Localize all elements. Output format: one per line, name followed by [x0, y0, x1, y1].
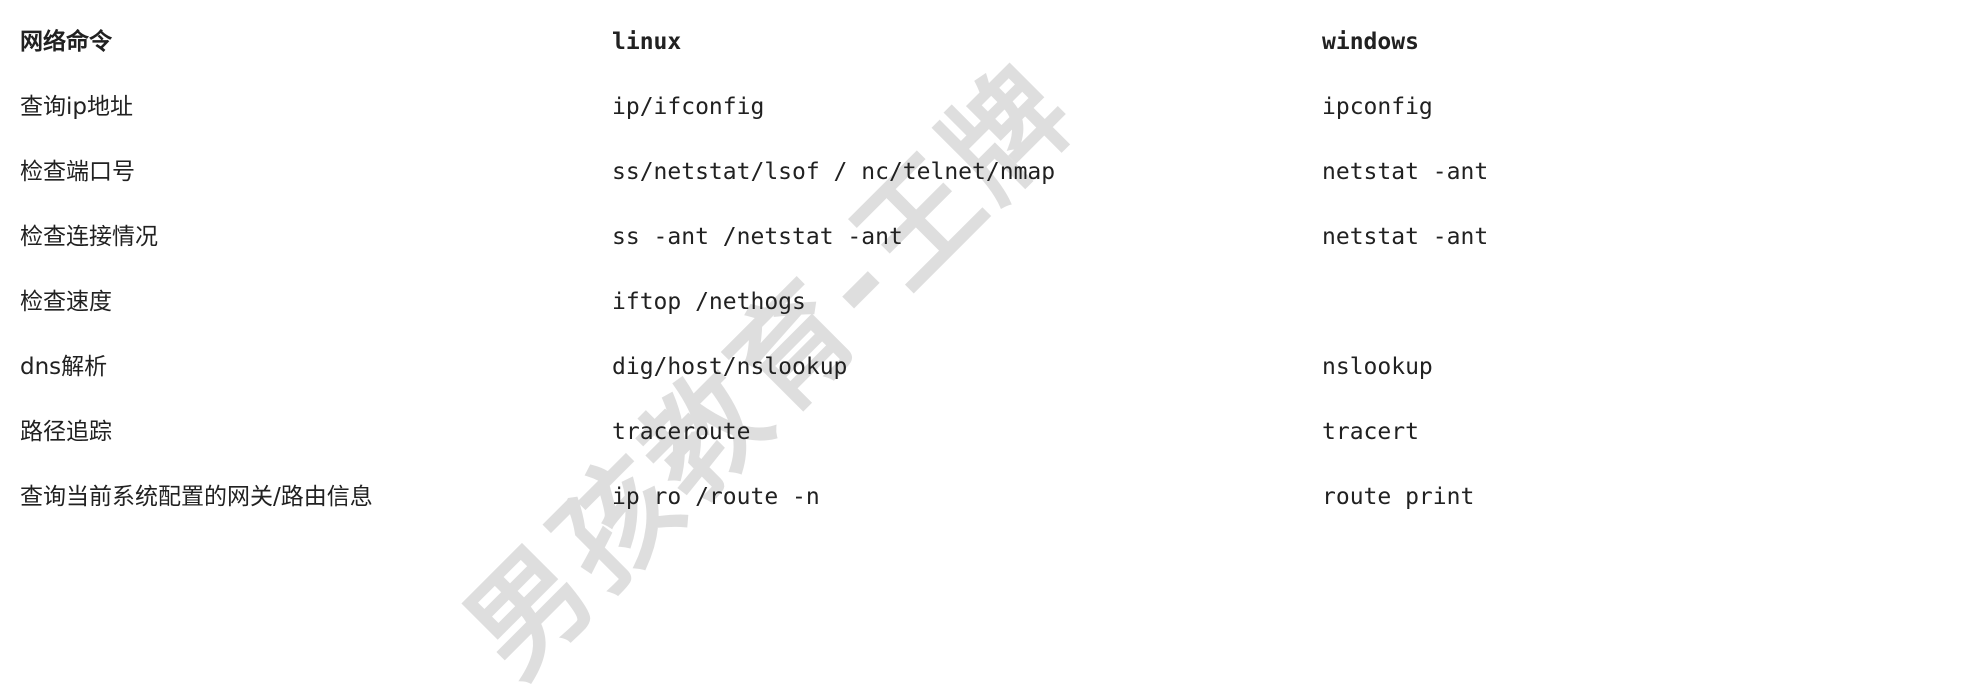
table-row: 检查端口号 ss/netstat/lsof / nc/telnet/nmap n… [20, 140, 1560, 205]
linux-command-cell: ip/ifconfig [612, 93, 765, 120]
table-row: 查询ip地址 ip/ifconfig ipconfig [20, 75, 1560, 140]
linux-command-cell: ip ro /route -n [612, 483, 820, 510]
command-category-cell: 路径追踪 [20, 418, 112, 445]
table-row: 路径追踪 traceroute tracert [20, 400, 1560, 465]
command-category-cell: 检查速度 [20, 288, 112, 315]
table-header-row: 网络命令 linux windows [20, 10, 1560, 75]
table-row: dns解析 dig/host/nslookup nslookup [20, 335, 1560, 400]
network-commands-table: 网络命令 linux windows 查询ip地址 ip/ifconfig ip… [20, 10, 1560, 530]
linux-command-cell: iftop /nethogs [612, 288, 806, 315]
table-row: 检查速度 iftop /nethogs [20, 270, 1560, 335]
table-row: 检查连接情况 ss -ant /netstat -ant netstat -an… [20, 205, 1560, 270]
header-category: 网络命令 [20, 28, 112, 55]
linux-command-cell: ss -ant /netstat -ant [612, 223, 903, 250]
windows-command-cell: tracert [1322, 418, 1419, 445]
command-category-cell: 检查端口号 [20, 158, 135, 185]
linux-command-cell: ss/netstat/lsof / nc/telnet/nmap [612, 158, 1056, 185]
windows-command-cell: nslookup [1322, 353, 1433, 380]
windows-command-cell: ipconfig [1322, 93, 1433, 120]
command-category-cell: 查询ip地址 [20, 93, 133, 120]
linux-command-cell: traceroute [612, 418, 751, 445]
header-linux: linux [612, 28, 682, 55]
command-category-cell: 查询当前系统配置的网关/路由信息 [20, 483, 373, 510]
command-category-cell: 检查连接情况 [20, 223, 158, 250]
windows-command-cell: netstat -ant [1322, 223, 1489, 250]
table-row: 查询当前系统配置的网关/路由信息 ip ro /route -n route p… [20, 465, 1560, 530]
command-category-cell: dns解析 [20, 353, 108, 380]
windows-command-cell: netstat -ant [1322, 158, 1489, 185]
linux-command-cell: dig/host/nslookup [612, 353, 848, 380]
header-windows: windows [1322, 28, 1419, 55]
windows-command-cell: route print [1322, 483, 1475, 510]
